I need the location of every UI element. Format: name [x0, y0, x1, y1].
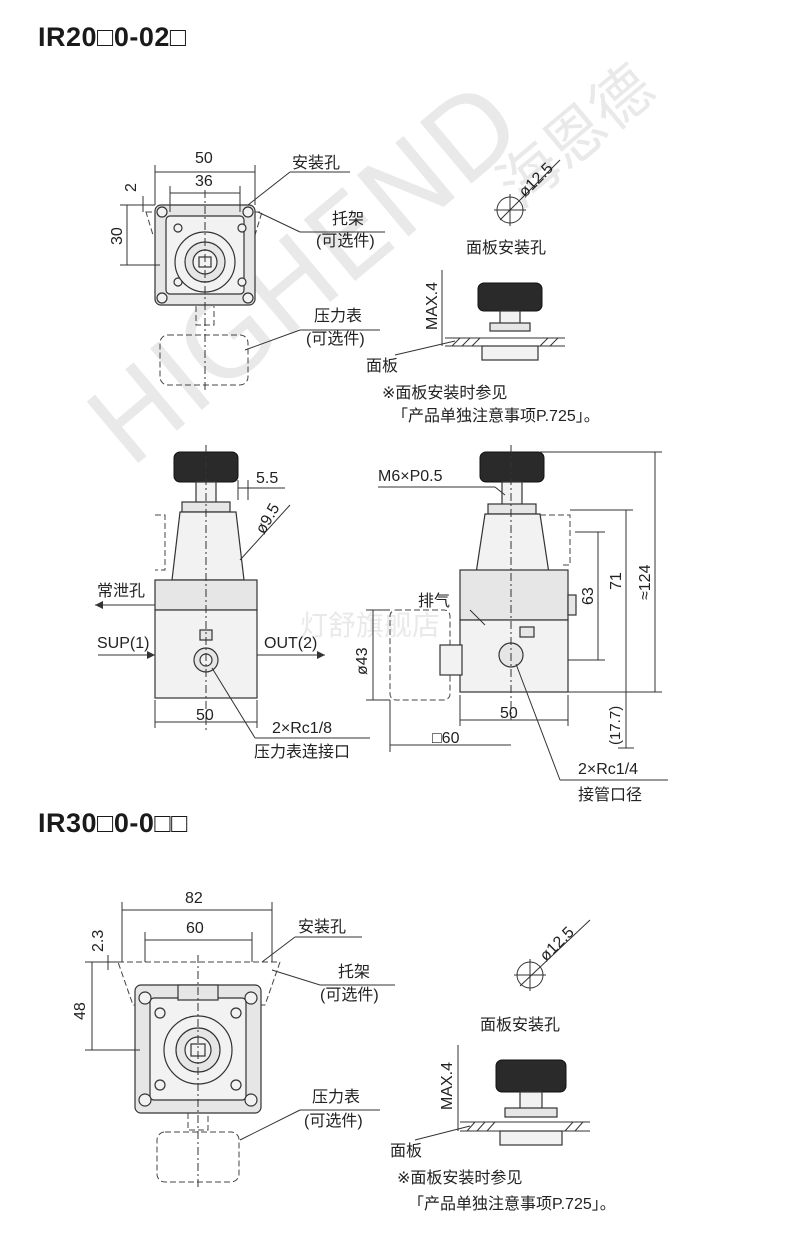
- s1-dim-offset: 2: [123, 183, 140, 192]
- s1-panel-knob: [477, 282, 543, 312]
- s2-mounting-hole-label: 安装孔: [298, 918, 346, 936]
- s2-panel-knob: [495, 1059, 567, 1093]
- s2-dim-width: 82: [185, 890, 203, 907]
- s1-front-view: [120, 165, 385, 390]
- s1-panel-view: [394, 159, 565, 361]
- watermark: HIGHEND 海恩德 灯舒旗舰店: [64, 52, 667, 642]
- s1-section-exhaust: 排气: [418, 592, 450, 610]
- s1-gauge-outline: [159, 334, 249, 386]
- s1-panel-note-2: 「产品单独注意事项P.725」。: [392, 406, 600, 425]
- s2-bracket-opt-label: (可选件): [320, 986, 379, 1004]
- s2-panel-view: [414, 919, 591, 1146]
- s2-panel-max: MAX.4: [439, 1062, 456, 1110]
- s1-side-view: [95, 445, 370, 739]
- s1-section-view: [366, 445, 668, 781]
- s1-side-dim-55: 5.5: [256, 470, 278, 487]
- s1-section-dim-177: (17.7): [607, 706, 624, 745]
- s1-side-sup-label: SUP(1): [97, 635, 149, 652]
- s2-bracket-label: 托架: [338, 963, 370, 981]
- s1-dim-inner: 36: [195, 173, 213, 190]
- s2-bracket-outline: [117, 961, 281, 1006]
- s1-mounting-hole-label: 安装孔: [292, 154, 340, 172]
- s1-panel-max: MAX.4: [424, 282, 441, 330]
- s1-section-dim-50: 50: [500, 705, 518, 722]
- s1-dim-width: 50: [195, 150, 213, 167]
- s2-panel-note-2: 「产品单独注意事项P.725」。: [408, 1194, 616, 1213]
- s1-section-gauge-outline: [389, 609, 451, 701]
- s1-bracket-label: 托架: [332, 210, 364, 228]
- s2-panel-note-1: ※面板安装时参见: [397, 1169, 522, 1187]
- s2-panel-hole-dia: ø12.5: [537, 924, 578, 965]
- s1-side-port-label: 压力表连接口: [254, 743, 350, 761]
- s2-gauge-opt-label: (可选件): [304, 1112, 363, 1130]
- s1-bracket-opt-label: (可选件): [316, 232, 375, 250]
- s2-dim-inner: 60: [186, 920, 204, 937]
- s1-panel-hole-label: 面板安装孔: [466, 239, 546, 257]
- s1-dim-height: 30: [109, 227, 126, 245]
- watermark-shop: 灯舒旗舰店: [300, 609, 440, 642]
- s1-section-dim-124: ≈124: [637, 564, 654, 600]
- s1-section-dim-71: 71: [608, 572, 625, 590]
- s1-gauge-opt-label: (可选件): [306, 330, 365, 348]
- s1-side-dim-50: 50: [196, 707, 214, 724]
- s1-side-dim-95: ø9.5: [253, 501, 284, 537]
- s2-dim-offset: 2.3: [90, 930, 107, 952]
- s1-section-thread: M6×P0.5: [378, 468, 443, 485]
- s1-gauge-label: 压力表: [314, 307, 362, 325]
- s1-section-dim-60: □60: [432, 730, 460, 747]
- s2-dim-height: 48: [72, 1002, 89, 1020]
- s1-section-dia43: ø43: [354, 647, 371, 675]
- s1-side-port-rc: 2×Rc1/8: [272, 720, 332, 737]
- section2-title: IR30□0-0□□: [38, 808, 188, 838]
- s1-side-out-label: OUT(2): [264, 635, 317, 652]
- s2-gauge-label: 压力表: [312, 1088, 360, 1106]
- s2-panel-hole-label: 面板安装孔: [480, 1016, 560, 1034]
- s2-front-view: [85, 902, 395, 1190]
- s1-section-knob: [479, 451, 545, 483]
- s1-side-relief-label: 常泄孔: [97, 582, 145, 600]
- s1-section-port-label: 接管口径: [578, 786, 642, 804]
- s1-section-dim-63: 63: [580, 587, 597, 605]
- s1-section-port-rc: 2×Rc1/4: [578, 761, 638, 778]
- watermark-brand: HIGHEND: [64, 58, 544, 490]
- section1-title: IR20□0-02□: [38, 22, 187, 52]
- s1-panel-label: 面板: [366, 357, 398, 375]
- s1-panel-note-1: ※面板安装时参见: [382, 384, 507, 402]
- s2-panel-label: 面板: [390, 1142, 422, 1160]
